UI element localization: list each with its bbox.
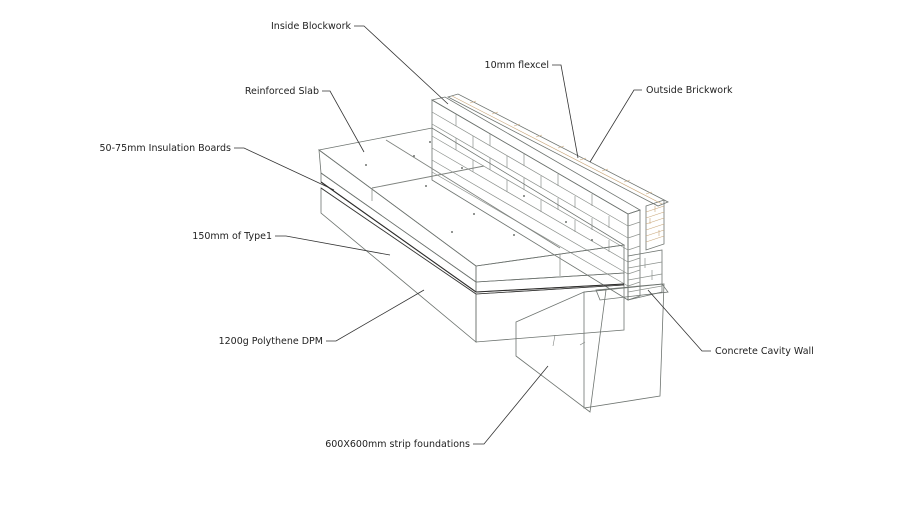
concrete-cavity-wall (627, 249, 663, 301)
reinforced-slab (318, 127, 626, 283)
leader-type1 (275, 235, 391, 256)
callout-labels: Inside Blockwork 10mm flexcel Outside Br… (100, 21, 814, 450)
leader-lines (234, 25, 711, 445)
label-polythene-dpm: 1200g Polythene DPM (219, 336, 323, 347)
label-inside-blockwork: Inside Blockwork (271, 21, 351, 32)
label-flexcel: 10mm flexcel (485, 60, 549, 71)
label-reinforced-slab: Reinforced Slab (245, 86, 319, 97)
outside-brickwork (446, 93, 669, 251)
label-insulation-boards: 50-75mm Insulation Boards (100, 143, 232, 154)
type1-subbase (320, 187, 625, 343)
blockwork-courses (431, 111, 641, 287)
label-type1: 150mm of Type1 (192, 231, 272, 242)
label-cavity-wall: Concrete Cavity Wall (715, 346, 814, 357)
leader-inside-blockwork (354, 25, 449, 105)
leader-insulation-boards (234, 147, 335, 191)
brick-top-joints (469, 100, 653, 195)
slab-surface-marks (365, 141, 593, 241)
strip-foundation (515, 283, 669, 413)
leader-flexcel (552, 64, 579, 159)
label-outside-brickwork: Outside Brickwork (646, 85, 733, 96)
leader-outside-brickwork (589, 89, 642, 163)
leader-strip-foundations (473, 365, 549, 445)
label-strip-foundations: 600X600mm strip foundations (325, 439, 470, 450)
leader-cavity-wall (647, 289, 711, 352)
leader-polythene-dpm (326, 289, 425, 342)
leader-reinforced-slab (322, 90, 365, 153)
inside-blockwork (430, 96, 641, 301)
